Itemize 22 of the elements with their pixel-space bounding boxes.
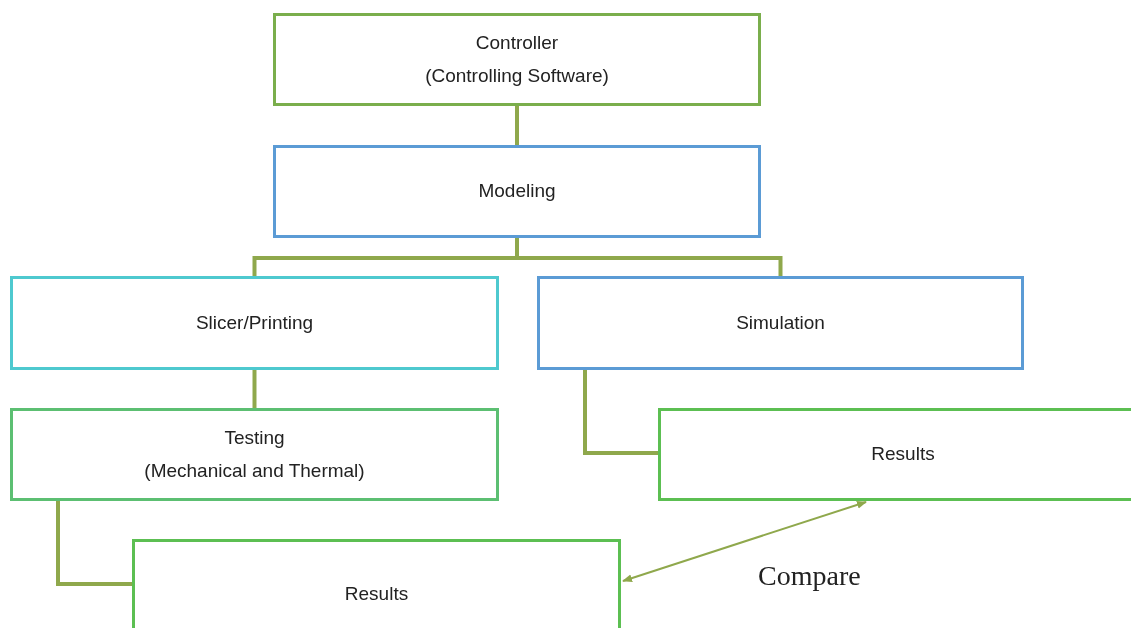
process-box [273,13,761,106]
box-subtitle: (Mechanical and Thermal) [144,459,365,483]
connector-line [56,501,132,586]
process-box [10,276,499,370]
connector-line [583,370,658,455]
process-box [658,408,1131,501]
double-arrow [622,501,867,582]
box-title: Results [344,582,409,606]
process-box [10,408,499,501]
process-box [537,276,1024,370]
connector-line [515,238,783,276]
box-title: Testing [224,426,285,450]
process-box [132,539,621,628]
connector-line [515,106,519,145]
process-box [273,145,761,238]
box-title: Results [871,443,935,466]
box-subtitle: (Controlling Software) [425,64,609,88]
box-title: Slicer/Printing [195,311,314,335]
box-title: Controller [475,31,559,55]
connector-line [252,370,257,408]
box-title: Simulation [736,311,825,335]
box-title: Modeling [478,180,556,203]
